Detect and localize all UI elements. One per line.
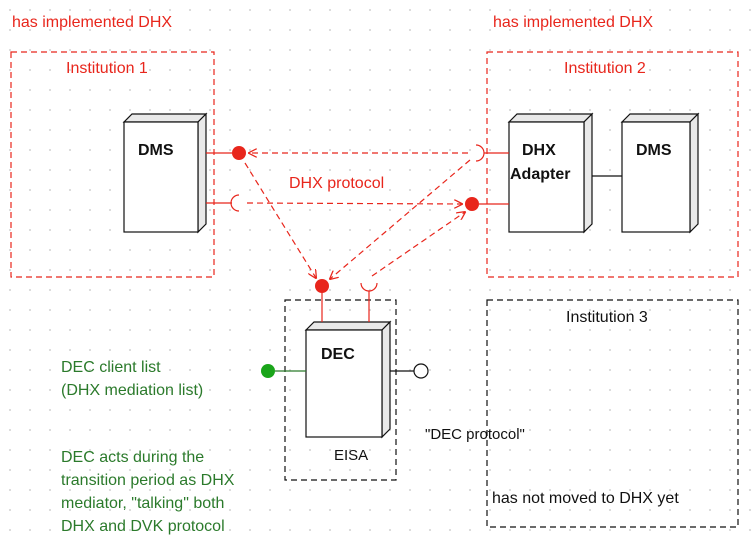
- dhx-protocol-flows: [244, 153, 471, 279]
- dec-protocol-interface: [413, 363, 429, 379]
- dec-mediator-note: DEC acts during the transition period as…: [61, 449, 235, 535]
- dms-left-provided-interface: [232, 146, 246, 160]
- dec-client-list-interface: [261, 364, 275, 378]
- adapter-required-interface: [475, 144, 485, 162]
- institution-3-boundary: [486, 299, 739, 528]
- dhx-adapter-label-line2: Adapter: [510, 166, 571, 183]
- dms-right-node: [620, 112, 700, 234]
- dms-left-label: DMS: [138, 142, 174, 159]
- institution-2-boundary: [486, 51, 739, 278]
- dhx-adapter-label-line1: DHX: [522, 142, 556, 159]
- dec-node: [304, 320, 392, 439]
- dec-required-interface: [360, 282, 378, 292]
- dec-provided-interface: [315, 279, 329, 293]
- institution-3-status-label: has not moved to DHX yet: [492, 490, 679, 507]
- dms-left-required-interface: [230, 194, 240, 212]
- institution-2-label: Institution 2: [564, 60, 646, 77]
- institution-1-status-label: has implemented DHX: [12, 14, 173, 31]
- dec-label: DEC: [321, 346, 355, 363]
- institution-2-status-label: has implemented DHX: [493, 14, 654, 31]
- dec-protocol-label: "DEC protocol": [425, 426, 525, 443]
- institution-1-label: Institution 1: [66, 60, 148, 77]
- dms-left-node: [122, 112, 208, 234]
- adapter-provided-interface: [465, 197, 479, 211]
- dhx-adapter-node: [507, 112, 594, 234]
- institution-3-label: Institution 3: [566, 309, 648, 326]
- institution-1-boundary: [10, 51, 215, 278]
- dec-client-list-label: DEC client list (DHX mediation list): [61, 359, 204, 399]
- eisa-label: EISA: [334, 447, 369, 464]
- dms-right-label: DMS: [636, 142, 672, 159]
- dhx-protocol-label: DHX protocol: [288, 175, 386, 192]
- eisa-boundary: [284, 299, 397, 481]
